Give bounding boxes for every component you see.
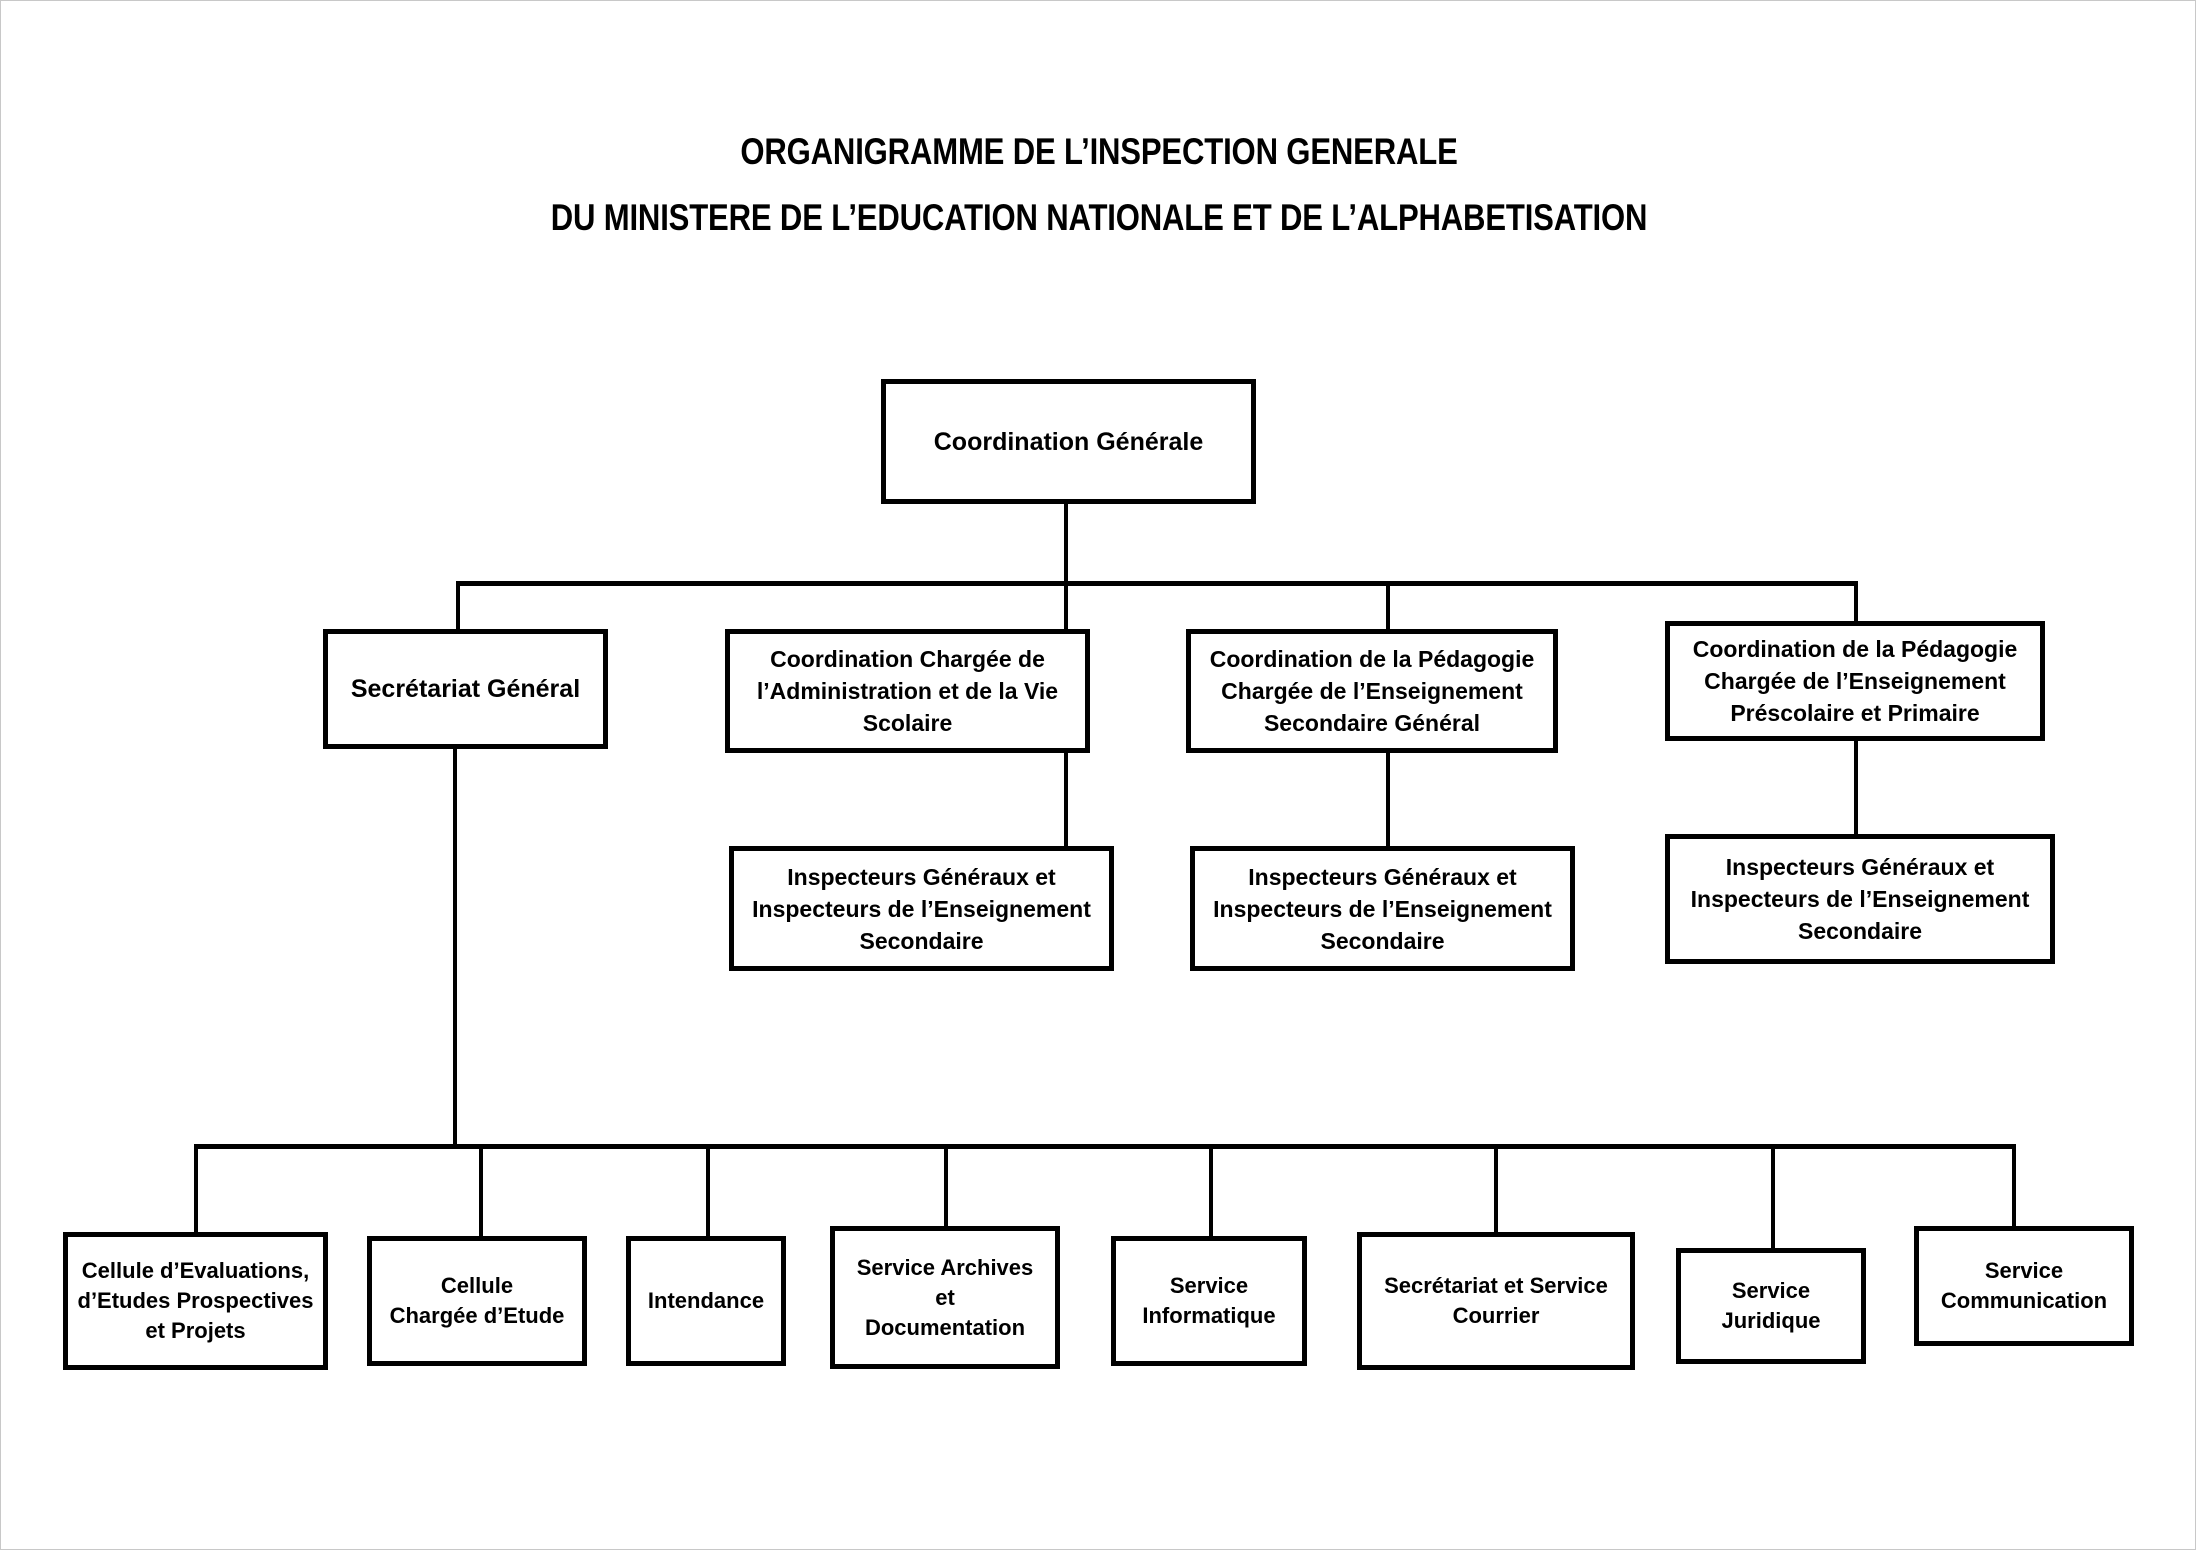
connector-bus-to-secretariat-courrier	[1494, 1144, 1498, 1232]
node-secretariat-general[interactable]: Secrétariat Général	[323, 629, 608, 749]
page-title: ORGANIGRAMME DE L’INSPECTION GENERALE DU…	[177, 119, 2022, 251]
node-inspecteurs-1[interactable]: Inspecteurs Généraux et Inspecteurs de l…	[729, 846, 1114, 971]
node-secretariat-service-courrier[interactable]: Secrétariat et Service Courrier	[1357, 1232, 1635, 1370]
connector-bus-to-coord-prescolaire	[1854, 581, 1858, 625]
node-label: Cellule Chargée d’Etude	[389, 1273, 565, 1328]
page-title-line-1: ORGANIGRAMME DE L’INSPECTION GENERALE	[740, 131, 1458, 172]
node-service-informatique[interactable]: Service Informatique	[1111, 1236, 1307, 1366]
node-inspecteurs-2[interactable]: Inspecteurs Généraux et Inspecteurs de l…	[1190, 846, 1575, 971]
connector-bus-to-secretariat-general	[456, 581, 460, 629]
connector-services-bus	[194, 1144, 2016, 1149]
node-coordination-generale[interactable]: Coordination Générale	[881, 379, 1256, 504]
node-coord-pedagogie-secondaire-general[interactable]: Coordination de la Pédagogie Chargée de …	[1186, 629, 1558, 753]
connector-bus-to-service-communication	[2012, 1144, 2016, 1226]
node-label: Service Juridique	[1721, 1278, 1821, 1333]
connector-bus-to-cellule-evaluations	[194, 1144, 198, 1232]
node-label: Inspecteurs Généraux et Inspecteurs de l…	[1213, 863, 1552, 954]
connector-root-stem	[1064, 504, 1068, 584]
node-label: Coordination Générale	[933, 427, 1204, 456]
node-label: Cellule d’Evaluations, d’Etudes Prospect…	[77, 1258, 314, 1343]
connector-level1-bus	[458, 581, 1858, 586]
node-label: Intendance	[647, 1288, 765, 1313]
node-coord-administration-vie-scolaire[interactable]: Coordination Chargée de l’Administration…	[725, 629, 1090, 753]
node-inspecteurs-3[interactable]: Inspecteurs Généraux et Inspecteurs de l…	[1665, 834, 2055, 964]
connector-bus-to-service-juridique	[1771, 1144, 1775, 1248]
node-label: Coordination de la Pédagogie Chargée de …	[1209, 646, 1535, 736]
node-label: Service Informatique	[1142, 1273, 1276, 1328]
connector-coord-prescolaire-to-inspecteurs-3	[1854, 741, 1858, 841]
connector-bus-to-cellule-chargee-etude	[479, 1144, 483, 1236]
node-service-archives-documentation[interactable]: Service Archives et Documentation	[830, 1226, 1060, 1369]
node-service-juridique[interactable]: Service Juridique	[1676, 1248, 1866, 1364]
connector-bus-to-intendance	[706, 1144, 710, 1236]
node-label: Coordination de la Pédagogie Chargée de …	[1692, 636, 2018, 726]
connector-bus-to-coord-administration	[1064, 581, 1068, 629]
node-label: Inspecteurs Généraux et Inspecteurs de l…	[752, 863, 1091, 954]
connector-coord-administration-to-inspecteurs-1	[1064, 753, 1068, 853]
connector-bus-to-service-archives	[944, 1144, 948, 1226]
node-service-communication[interactable]: Service Communication	[1914, 1226, 2134, 1346]
node-label: Service Communication	[1940, 1258, 2108, 1313]
node-label: Coordination Chargée de l’Administration…	[756, 646, 1059, 736]
node-label: Secrétariat et Service Courrier	[1384, 1273, 1608, 1328]
node-coord-pedagogie-prescolaire-primaire[interactable]: Coordination de la Pédagogie Chargée de …	[1665, 621, 2045, 741]
connector-bus-to-coord-secondaire	[1386, 581, 1390, 629]
node-label: Inspecteurs Généraux et Inspecteurs de l…	[1690, 854, 2030, 944]
node-label: Secrétariat Général	[350, 675, 581, 703]
node-cellule-chargee-etude[interactable]: Cellule Chargée d’Etude	[367, 1236, 587, 1366]
page-title-line-2: DU MINISTERE DE L’EDUCATION NATIONALE ET…	[550, 197, 1648, 238]
node-label: Service Archives et Documentation	[856, 1254, 1034, 1340]
connector-secretariat-general-stem	[453, 749, 457, 1149]
connector-coord-secondaire-to-inspecteurs-2	[1386, 753, 1390, 853]
node-intendance[interactable]: Intendance	[626, 1236, 786, 1366]
node-cellule-evaluations[interactable]: Cellule d’Evaluations, d’Etudes Prospect…	[63, 1232, 328, 1370]
connector-bus-to-service-informatique	[1209, 1144, 1213, 1236]
